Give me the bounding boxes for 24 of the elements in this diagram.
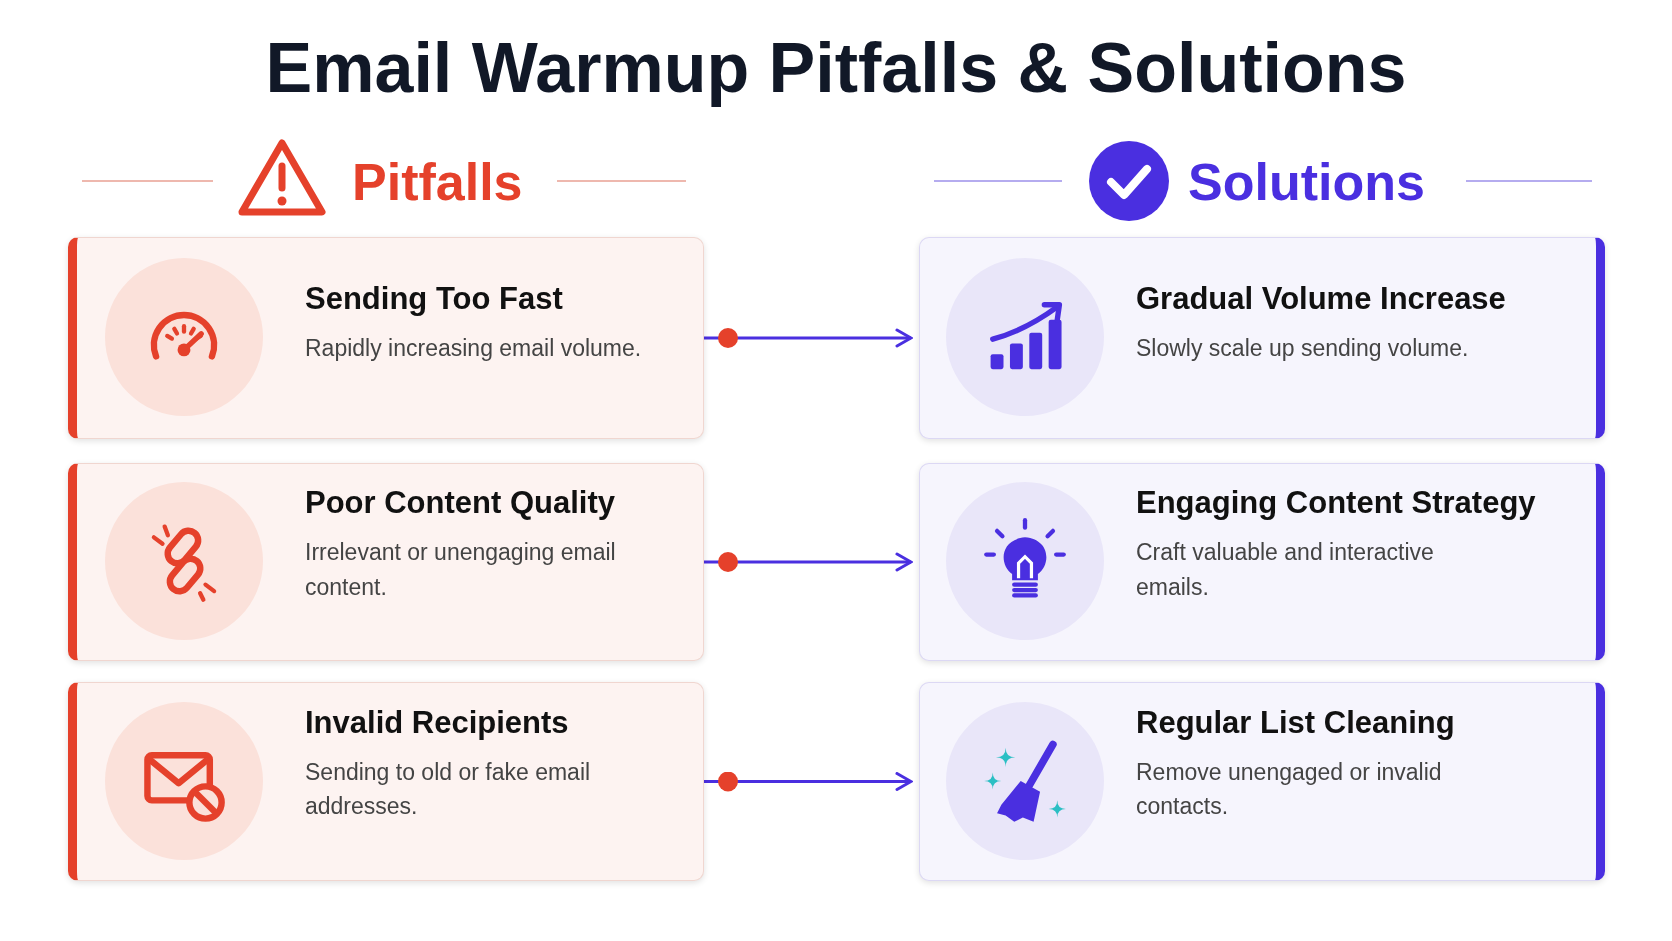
pitfall-card	[68, 682, 704, 881]
arrow	[704, 328, 913, 348]
card-title: Invalid Recipients	[305, 704, 569, 741]
card-title: Poor Content Quality	[305, 485, 615, 521]
card-description: Craft valuable and interactive emails.	[1136, 538, 1435, 602]
card-title: Gradual Volume Increase	[1136, 281, 1506, 317]
pitfall-card	[68, 237, 704, 439]
arrow	[704, 552, 913, 572]
solution-card	[919, 237, 1605, 439]
pitfall-card	[68, 463, 704, 661]
section-heading: Solutions	[1188, 152, 1425, 212]
card-title: Regular List Cleaning	[1136, 704, 1455, 741]
card-description: Remove unengaged or invalid contacts.	[1136, 757, 1443, 821]
solution-card	[919, 463, 1605, 661]
solution-card	[919, 682, 1605, 881]
card-description: Slowly scale up sending volume.	[1136, 334, 1470, 363]
card-description: Rapidly increasing email volume.	[305, 334, 643, 363]
card-title: Sending Too Fast	[305, 281, 563, 317]
card-description: Sending to old or fake email addresses.	[305, 757, 592, 821]
card-description: Irrelevant or unengaging email content.	[305, 538, 617, 602]
card-title: Engaging Content Strategy	[1136, 485, 1536, 521]
arrow	[704, 771, 913, 792]
title: Email Warmup Pitfalls & Solutions	[264, 28, 1408, 108]
section-heading: Pitfalls	[352, 152, 523, 212]
